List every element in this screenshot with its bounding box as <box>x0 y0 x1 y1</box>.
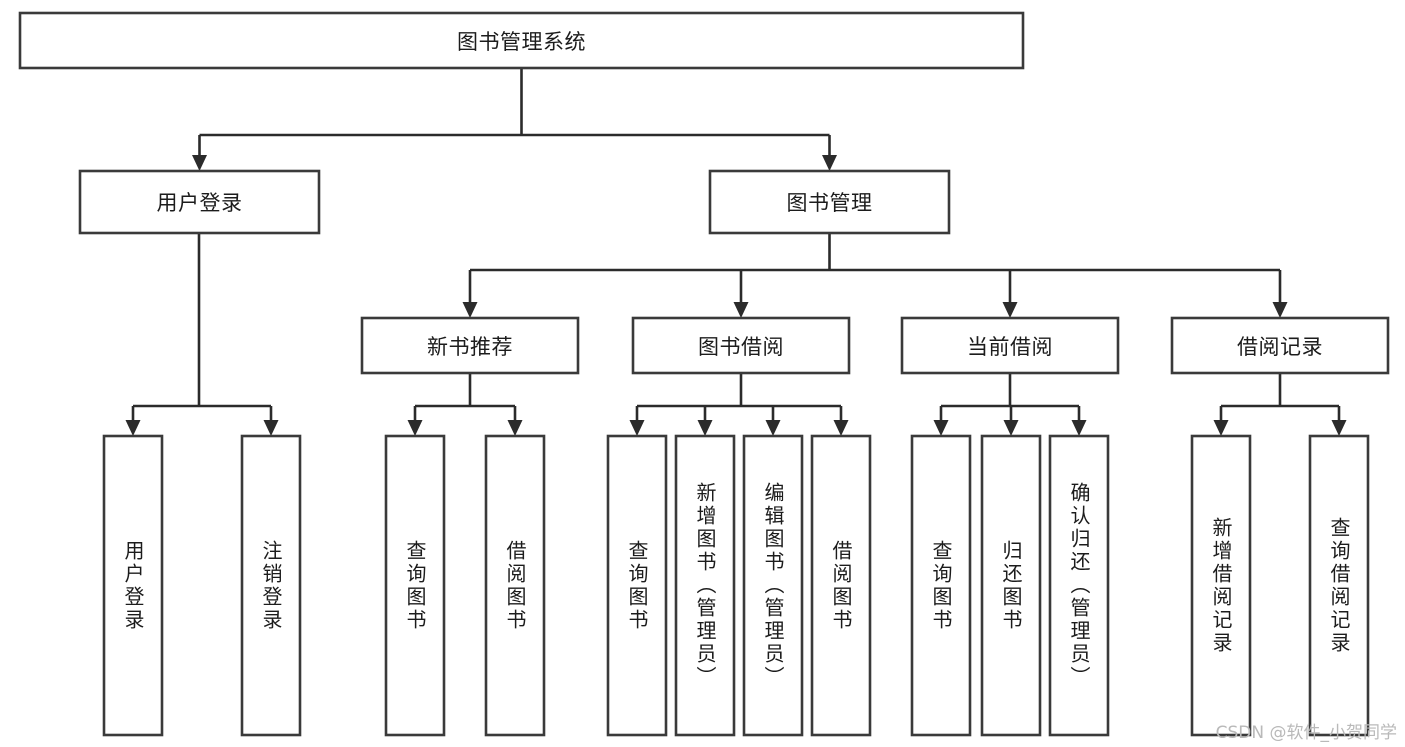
node-box-book-borrow[interactable] <box>631 316 851 375</box>
node-box-current-borrow[interactable] <box>900 316 1120 375</box>
edge-to-leaf-confirm-return-admin-head <box>1071 420 1087 436</box>
edge-to-leaf-add-book-admin-head <box>697 420 713 436</box>
node-box-leaf-query-borrow-record[interactable] <box>1308 434 1370 737</box>
edge-to-leaf-query-book-borrow-head <box>629 420 645 436</box>
edge-to-borrow-records-head <box>1272 302 1288 318</box>
edge-to-leaf-query-borrow-record-head <box>1331 420 1347 436</box>
node-box-layer <box>18 11 1390 737</box>
edge-to-book-borrow-head <box>733 302 749 318</box>
edge-to-leaf-query-book-recommend-head <box>407 420 423 436</box>
node-box-new-book-recommend[interactable] <box>360 316 580 375</box>
node-box-leaf-logout-login[interactable] <box>240 434 302 737</box>
node-box-borrow-records[interactable] <box>1170 316 1390 375</box>
edge-to-new-book-recommend-head <box>462 302 478 318</box>
node-box-leaf-add-book-admin[interactable] <box>674 434 736 737</box>
connector-layer <box>125 68 1347 436</box>
edge-to-leaf-add-borrow-record-head <box>1213 420 1229 436</box>
node-box-book-management[interactable] <box>708 169 951 235</box>
edge-to-user-login-head <box>192 155 207 171</box>
edge-to-leaf-return-book-head <box>1003 420 1019 436</box>
edge-to-leaf-query-book-current-head <box>933 420 949 436</box>
node-box-user-login[interactable] <box>78 169 321 235</box>
edge-to-leaf-borrow-book-recommend-head <box>507 420 523 436</box>
edge-to-current-borrow-head <box>1002 302 1018 318</box>
node-box-leaf-add-borrow-record[interactable] <box>1190 434 1252 737</box>
node-box-root[interactable] <box>18 11 1025 70</box>
edge-to-leaf-user-login-head <box>125 420 141 436</box>
edge-to-leaf-borrow-book-head <box>833 420 849 436</box>
edge-to-book-management-head <box>822 155 837 171</box>
node-box-leaf-query-book-recommend[interactable] <box>384 434 446 737</box>
edge-to-leaf-edit-book-admin-head <box>765 420 781 436</box>
watermark-text: CSDN @软件_小贺同学 <box>1215 723 1397 743</box>
node-box-leaf-query-book-borrow[interactable] <box>606 434 668 737</box>
node-box-leaf-return-book[interactable] <box>980 434 1042 737</box>
node-box-leaf-user-login[interactable] <box>102 434 164 737</box>
node-box-leaf-edit-book-admin[interactable] <box>742 434 804 737</box>
node-box-leaf-borrow-book[interactable] <box>810 434 872 737</box>
edge-to-leaf-logout-login-head <box>263 420 279 436</box>
node-box-leaf-borrow-book-recommend[interactable] <box>484 434 546 737</box>
node-box-leaf-confirm-return-admin[interactable] <box>1048 434 1110 737</box>
node-box-leaf-query-book-current[interactable] <box>910 434 972 737</box>
